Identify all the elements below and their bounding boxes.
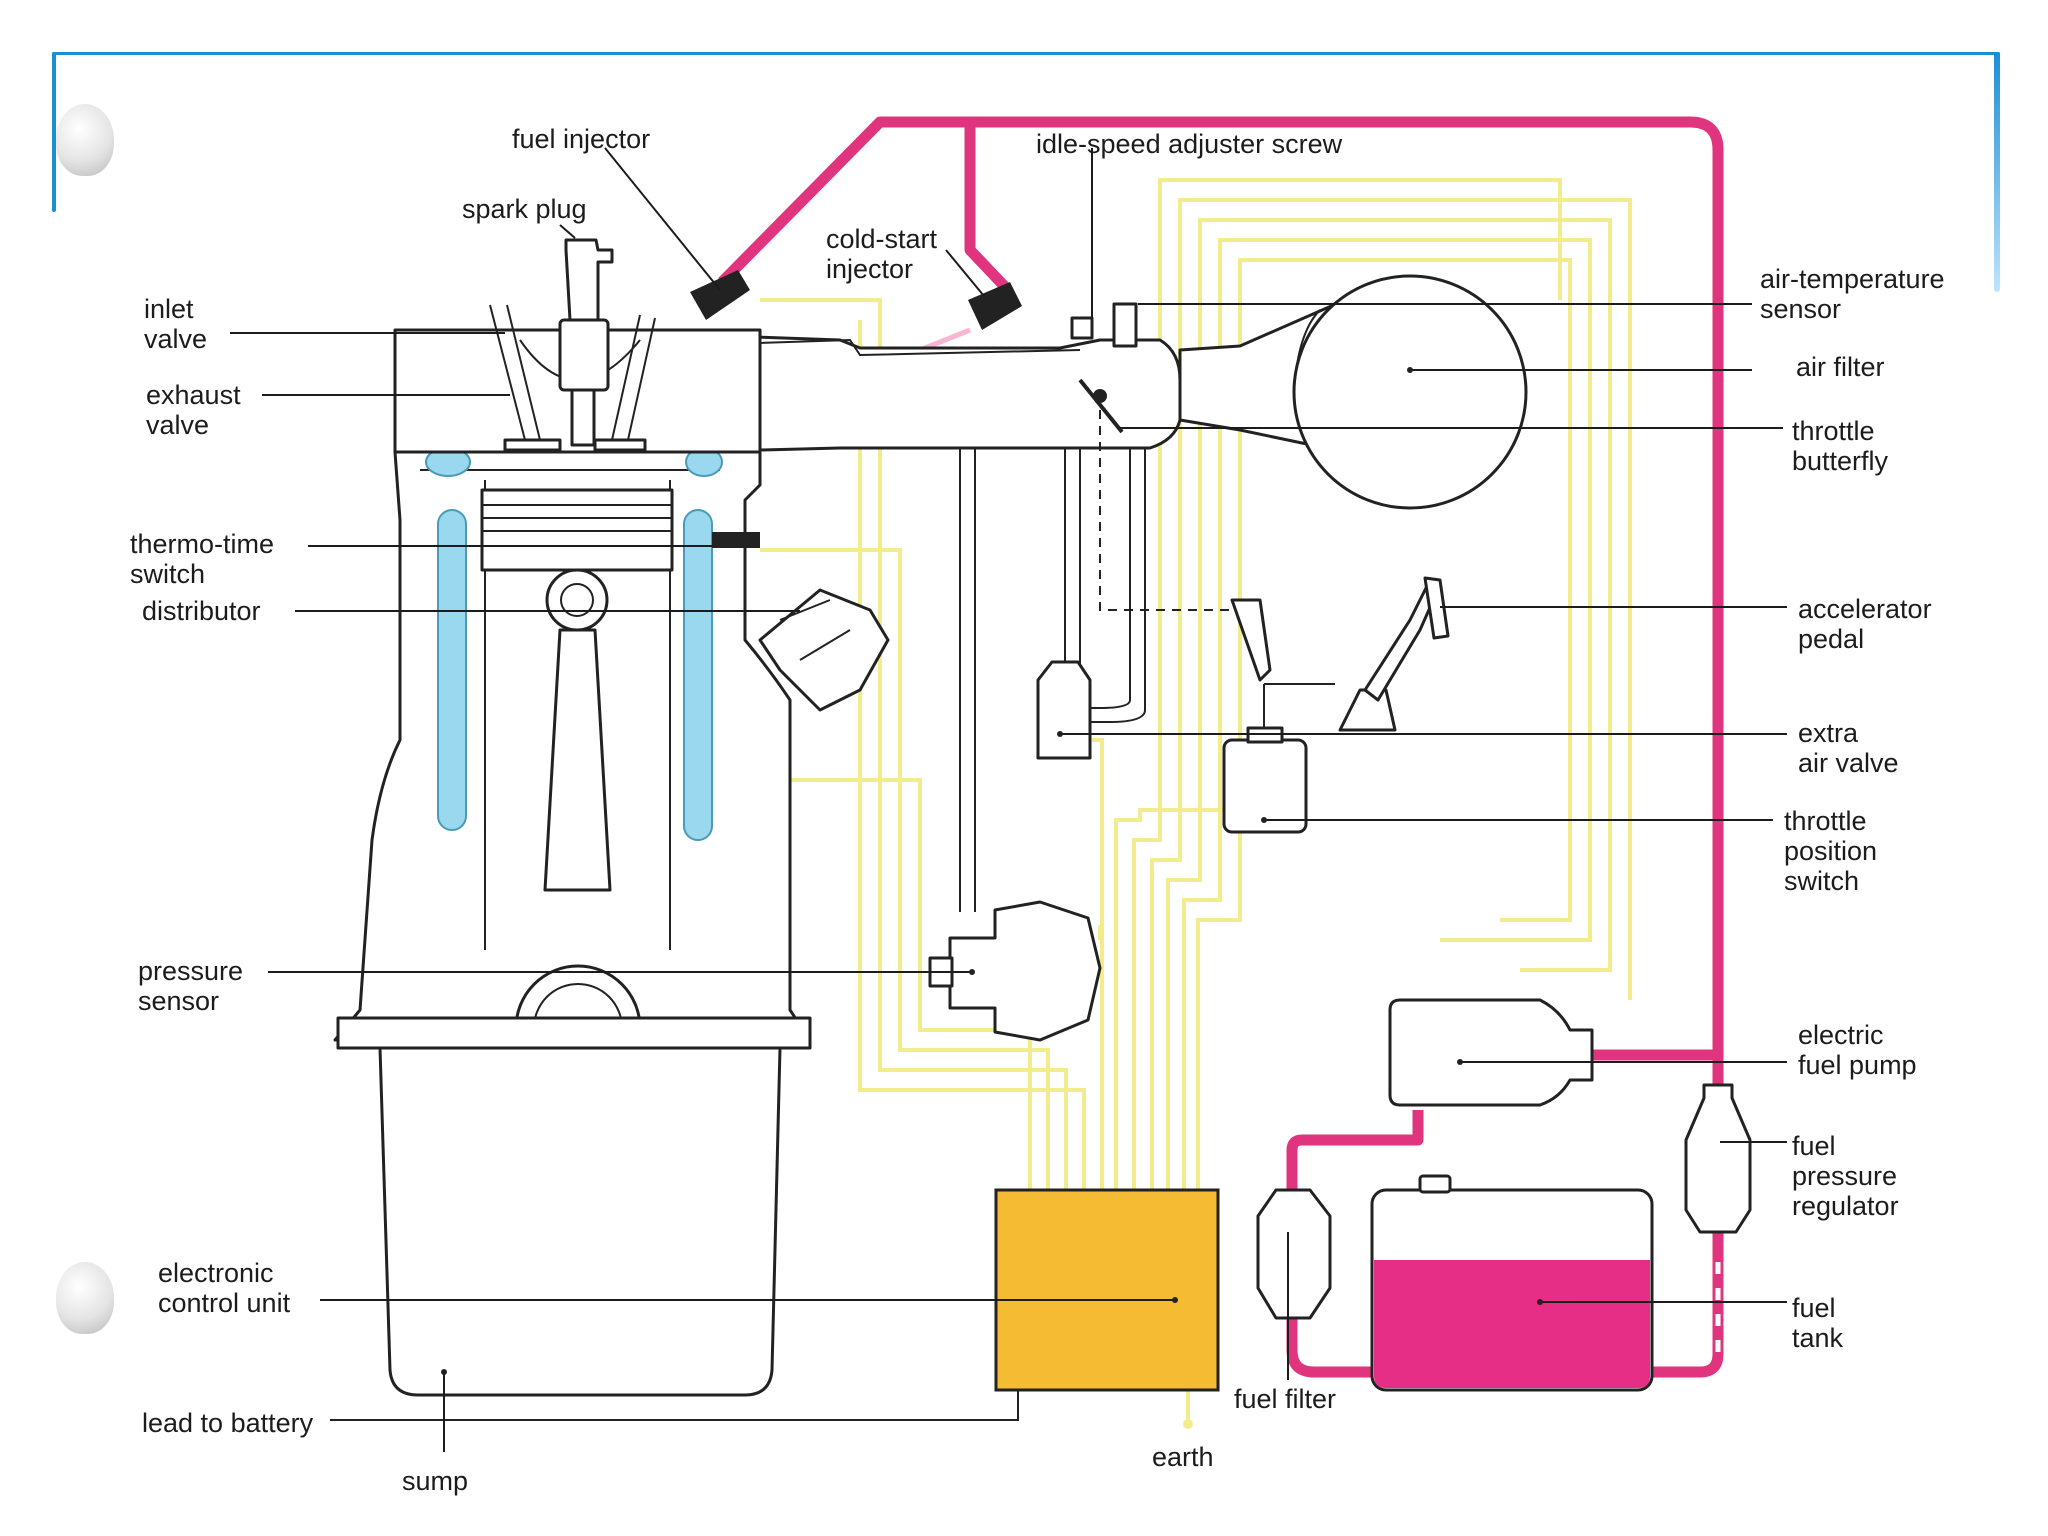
idle-speed-adjuster-screw bbox=[1070, 316, 1094, 340]
leader-lines bbox=[230, 147, 1787, 1452]
label-cold-start-injector-line1: cold-start bbox=[826, 224, 938, 254]
fuel-filter bbox=[1256, 1188, 1332, 1320]
label-thermo-time-switch-line2: switch bbox=[130, 559, 205, 589]
label-inlet-valve-line1: inlet bbox=[144, 294, 194, 324]
pressure-sensor bbox=[948, 900, 1102, 1042]
label-electric-fuel-pump-line2: fuel pump bbox=[1798, 1050, 1917, 1080]
label-extra-air-valve-line1: extra bbox=[1798, 718, 1859, 748]
label-air-temperature-sensor-line2: sensor bbox=[1760, 294, 1841, 324]
label-fuel-injector: fuel injector bbox=[512, 124, 650, 154]
electric-fuel-pump bbox=[1388, 998, 1594, 1107]
label-pressure-sensor-line1: pressure bbox=[138, 956, 243, 986]
thermo-time-switch bbox=[712, 532, 760, 548]
label-throttle-position-switch-line3: switch bbox=[1784, 866, 1859, 896]
label-inlet-valve-line2: valve bbox=[144, 324, 207, 354]
label-fuel-pressure-regulator-line3: regulator bbox=[1792, 1191, 1899, 1221]
label-electric-fuel-pump-line1: electric bbox=[1798, 1020, 1884, 1050]
coolant-passage-left bbox=[437, 509, 467, 831]
binder-hole-bottom bbox=[56, 1262, 114, 1334]
sump bbox=[378, 1046, 782, 1397]
label-thermo-time-switch-line1: thermo-time bbox=[130, 529, 274, 559]
page-frame-right bbox=[1994, 52, 2000, 292]
label-idle-speed-adjuster-screw: idle-speed adjuster screw bbox=[1036, 129, 1343, 159]
label-fuel-pressure-regulator-line2: pressure bbox=[1792, 1161, 1897, 1191]
label-fuel-tank-line2: tank bbox=[1792, 1323, 1844, 1353]
label-accelerator-pedal-line2: pedal bbox=[1798, 624, 1864, 654]
label-sump: sump bbox=[402, 1466, 468, 1496]
page-frame-left bbox=[52, 52, 56, 212]
electronic-control-unit bbox=[994, 1188, 1220, 1392]
label-fuel-filter: fuel filter bbox=[1234, 1384, 1336, 1414]
label-throttle-position-switch-line2: position bbox=[1784, 836, 1877, 866]
fuel-pressure-regulator bbox=[1684, 1083, 1752, 1234]
label-throttle-position-switch-line1: throttle bbox=[1784, 806, 1867, 836]
label-electronic-control-unit-line2: control unit bbox=[158, 1288, 291, 1318]
engine-block bbox=[330, 238, 1752, 1421]
label-lead-to-battery: lead to battery bbox=[142, 1408, 314, 1438]
air-temperature-sensor bbox=[1112, 302, 1138, 348]
label-extra-air-valve-line2: air valve bbox=[1798, 748, 1899, 778]
label-air-temperature-sensor-line1: air-temperature bbox=[1760, 264, 1945, 294]
label-pressure-sensor-line2: sensor bbox=[138, 986, 219, 1016]
earth-terminal bbox=[1183, 1419, 1193, 1429]
label-cold-start-injector-line2: injector bbox=[826, 254, 913, 284]
labels: fuel injector spark plug idle-speed adju… bbox=[130, 124, 1945, 1496]
extra-air-valve bbox=[1036, 660, 1092, 760]
throttle-butterfly bbox=[1093, 389, 1107, 403]
label-earth: earth bbox=[1152, 1442, 1214, 1472]
spark-plug bbox=[564, 238, 614, 322]
label-air-filter: air filter bbox=[1796, 352, 1885, 382]
distributor bbox=[758, 588, 890, 712]
cold-start-injector bbox=[968, 282, 1022, 330]
label-distributor: distributor bbox=[142, 596, 261, 626]
binder-hole-top bbox=[56, 104, 114, 176]
inlet-valve bbox=[489, 304, 541, 441]
label-throttle-butterfly-line2: butterfly bbox=[1792, 446, 1889, 476]
label-exhaust-valve-line1: exhaust bbox=[146, 380, 241, 410]
label-accelerator-pedal-line1: accelerator bbox=[1798, 594, 1932, 624]
label-fuel-pressure-regulator-line1: fuel bbox=[1792, 1131, 1836, 1161]
label-exhaust-valve-line2: valve bbox=[146, 410, 209, 440]
air-filter bbox=[1292, 274, 1528, 510]
label-electronic-control-unit-line1: electronic bbox=[158, 1258, 274, 1288]
wiring-harness bbox=[740, 178, 1632, 1429]
label-spark-plug: spark plug bbox=[462, 194, 587, 224]
page-frame-top bbox=[52, 52, 2000, 55]
exhaust-valve bbox=[611, 314, 656, 441]
fuel-injector bbox=[690, 270, 750, 320]
label-fuel-tank-line1: fuel bbox=[1792, 1293, 1836, 1323]
label-throttle-butterfly-line1: throttle bbox=[1792, 416, 1875, 446]
coolant-passage-right bbox=[683, 509, 713, 841]
